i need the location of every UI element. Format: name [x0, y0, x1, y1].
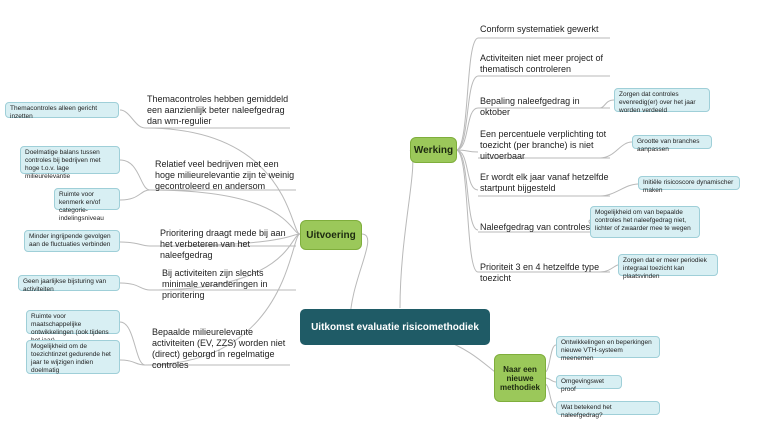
topic-prioriteit-3-4: Prioriteit 3 en 4 hetzelfde type toezich…	[480, 262, 600, 283]
note-vth-systeem: Ontwikkelingen en beperkingen nieuwe VTH…	[556, 336, 660, 362]
topic-conform: Conform systematiek gewerkt	[480, 24, 599, 34]
topic-prioritering: Prioritering draagt mede bij aan het ver…	[160, 228, 286, 260]
note-ruimte-maatschappelijk: Ruimte voor maatschappelijke ontwikkelin…	[26, 310, 120, 344]
central-topic[interactable]: Uitkomst evaluatie risicomethodiek	[300, 309, 490, 345]
note-toezichtinzet: Mogelijkheid om de toezichtinzet geduren…	[26, 340, 120, 374]
topic-naleefgedrag-controles: Naleefgedrag van controles	[480, 222, 591, 232]
note-ruimte-kenmerk: Ruimte voor kenmerk en/of categorie-inde…	[54, 188, 120, 222]
topic-percentuele: Een percentuele verplichting tot toezich…	[480, 129, 607, 161]
note-branches-aanpassen: Grootte van branches aanpassen	[632, 135, 712, 153]
note-minder-ingrijpende: Minder ingrijpende gevolgen aan de fluct…	[24, 230, 120, 252]
note-geen-bijsturing: Geen jaarlijkse bijsturing van activitei…	[18, 275, 120, 293]
note-themacontroles: Themacontroles alleen gericht inzetten	[5, 102, 119, 120]
topic-niet-thematisch: Activiteiten niet meer project of themat…	[480, 53, 604, 74]
topic-bepaling-oktober: Bepaling naleefgedrag in oktober	[480, 96, 580, 117]
note-doelmatige-balans: Doelmatige balans tussen controles bij b…	[20, 146, 120, 180]
topic-startpunt: Er wordt elk jaar vanaf hetzelfde startp…	[480, 172, 609, 193]
note-omgevingswet: Omgevingswet proof	[556, 375, 622, 393]
branch-uitvoering[interactable]: Uitvoering	[300, 220, 362, 250]
note-integraal-toezicht: Zorgen dat er meer periodiek integraal t…	[618, 254, 718, 280]
note-risicoscore: Initiële risicoscore dynamischer maken	[638, 176, 740, 194]
topic-activiteiten-prioritering: Bij activiteiten zijn slechts minimale v…	[162, 268, 268, 300]
branch-werking[interactable]: Werking	[410, 137, 457, 163]
topic-bepaalde-activiteiten: Bepaalde milieurelevante activiteiten (E…	[152, 327, 286, 370]
topic-themacontroles: Themacontroles hebben gemiddeld een aanz…	[147, 94, 289, 126]
note-lichter-zwaarder: Mogelijkheid om van bepaalde controles h…	[590, 206, 700, 238]
note-naleefgedrag-betekenis: Wat betekend het naleefgedrag?	[556, 401, 660, 419]
note-evenredig: Zorgen dat controles evenredig(er) over …	[614, 88, 710, 114]
topic-relatief: Relatief veel bedrijven met een hoge mil…	[155, 159, 295, 191]
branch-nieuwe-methodiek[interactable]: Naar een nieuwe methodiek	[494, 354, 546, 402]
